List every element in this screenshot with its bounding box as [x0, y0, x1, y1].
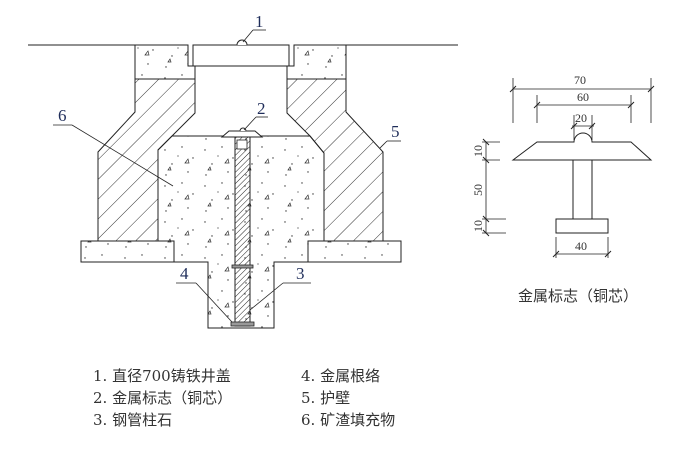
callout-6: 6 — [53, 106, 174, 187]
legend-item: 2. 金属标志（铜芯） — [93, 389, 233, 407]
dim-top-inner: 60 — [577, 90, 589, 104]
metal-marker — [220, 127, 264, 138]
detail-caption: 金属标志（铜芯） — [518, 287, 639, 305]
callout-5: 5 — [379, 122, 401, 149]
callout-4: 4 — [176, 264, 233, 323]
dim-stem-height: 50 — [471, 184, 485, 196]
manhole-cover — [192, 39, 290, 67]
legend-item: 1. 直径700铸铁井盖 — [93, 367, 231, 385]
steel-pipe-column — [230, 136, 255, 327]
callout-label-5: 5 — [391, 122, 400, 141]
callout-label-2: 2 — [257, 99, 266, 118]
dim-dome: 20 — [575, 111, 587, 125]
callout-3: 3 — [249, 264, 311, 311]
dim-cap-height: 10 — [471, 145, 485, 157]
legend-item: 6. 矿渣填充物 — [301, 411, 396, 429]
callout-label-4: 4 — [180, 264, 189, 283]
callout-label-1: 1 — [255, 12, 264, 31]
callout-label-6: 6 — [58, 106, 67, 125]
dim-top-outer: 70 — [574, 73, 586, 87]
dim-base-height: 10 — [471, 220, 485, 232]
legend-right: 4. 金属根络 5. 护壁 6. 矿渣填充物 — [301, 365, 395, 431]
marker-detail: 70 60 20 10 50 10 40 — [471, 73, 655, 258]
legend-item: 3. 钢管柱石 — [93, 411, 173, 429]
legend-item: 5. 护壁 — [301, 389, 351, 407]
legend-left: 1. 直径700铸铁井盖 2. 金属标志（铜芯） 3. 钢管柱石 — [93, 365, 232, 431]
collar-concrete — [134, 44, 347, 80]
legend-item: 4. 金属根络 — [301, 367, 381, 385]
callout-1: 1 — [242, 12, 266, 43]
dim-base-width: 40 — [575, 239, 587, 253]
callout-2: 2 — [243, 99, 268, 131]
callout-label-3: 3 — [296, 264, 305, 283]
